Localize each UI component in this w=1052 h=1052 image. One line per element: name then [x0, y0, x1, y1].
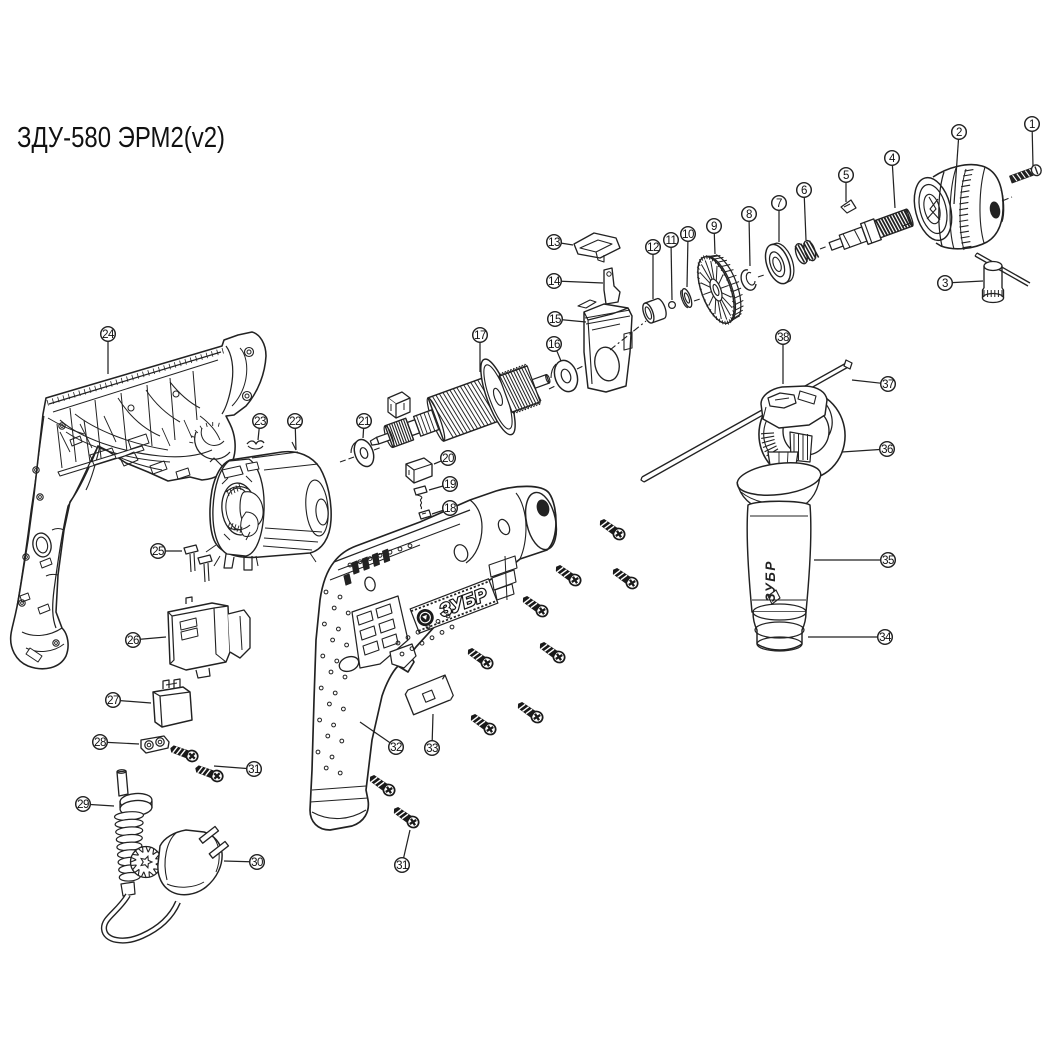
svg-text:36: 36	[881, 444, 893, 456]
svg-text:13: 13	[548, 237, 560, 249]
svg-text:15: 15	[549, 314, 561, 326]
svg-text:35: 35	[882, 555, 894, 567]
svg-text:23: 23	[254, 416, 266, 428]
svg-text:2: 2	[956, 127, 962, 139]
svg-text:25: 25	[152, 546, 164, 558]
svg-text:12: 12	[647, 242, 659, 254]
svg-text:5: 5	[843, 170, 849, 182]
svg-text:20: 20	[442, 453, 454, 465]
svg-text:26: 26	[127, 635, 139, 647]
svg-text:19: 19	[444, 479, 456, 491]
svg-text:18: 18	[444, 503, 456, 515]
svg-text:21: 21	[358, 416, 370, 428]
svg-text:11: 11	[666, 235, 677, 247]
svg-text:32: 32	[390, 742, 402, 754]
svg-text:3: 3	[942, 278, 948, 290]
svg-text:17: 17	[474, 330, 486, 342]
svg-text:4: 4	[889, 153, 896, 165]
svg-text:29: 29	[77, 799, 89, 811]
svg-text:22: 22	[289, 416, 301, 428]
svg-text:1: 1	[1029, 119, 1035, 131]
svg-text:28: 28	[94, 737, 106, 749]
svg-text:27: 27	[107, 695, 119, 707]
svg-text:7: 7	[776, 198, 782, 210]
svg-text:31: 31	[248, 764, 260, 776]
svg-text:10: 10	[682, 229, 694, 241]
svg-text:8: 8	[746, 209, 752, 221]
svg-text:31: 31	[396, 860, 408, 872]
svg-text:38: 38	[777, 332, 789, 344]
svg-text:16: 16	[548, 339, 560, 351]
svg-text:34: 34	[879, 632, 892, 644]
svg-text:9: 9	[711, 221, 717, 233]
svg-text:37: 37	[882, 379, 894, 391]
svg-text:ЗУБР: ЗУБР	[763, 560, 778, 602]
svg-text:6: 6	[801, 185, 807, 197]
svg-text:14: 14	[548, 276, 561, 288]
svg-text:30: 30	[251, 857, 263, 869]
svg-text:24: 24	[102, 329, 115, 341]
svg-text:33: 33	[426, 743, 438, 755]
